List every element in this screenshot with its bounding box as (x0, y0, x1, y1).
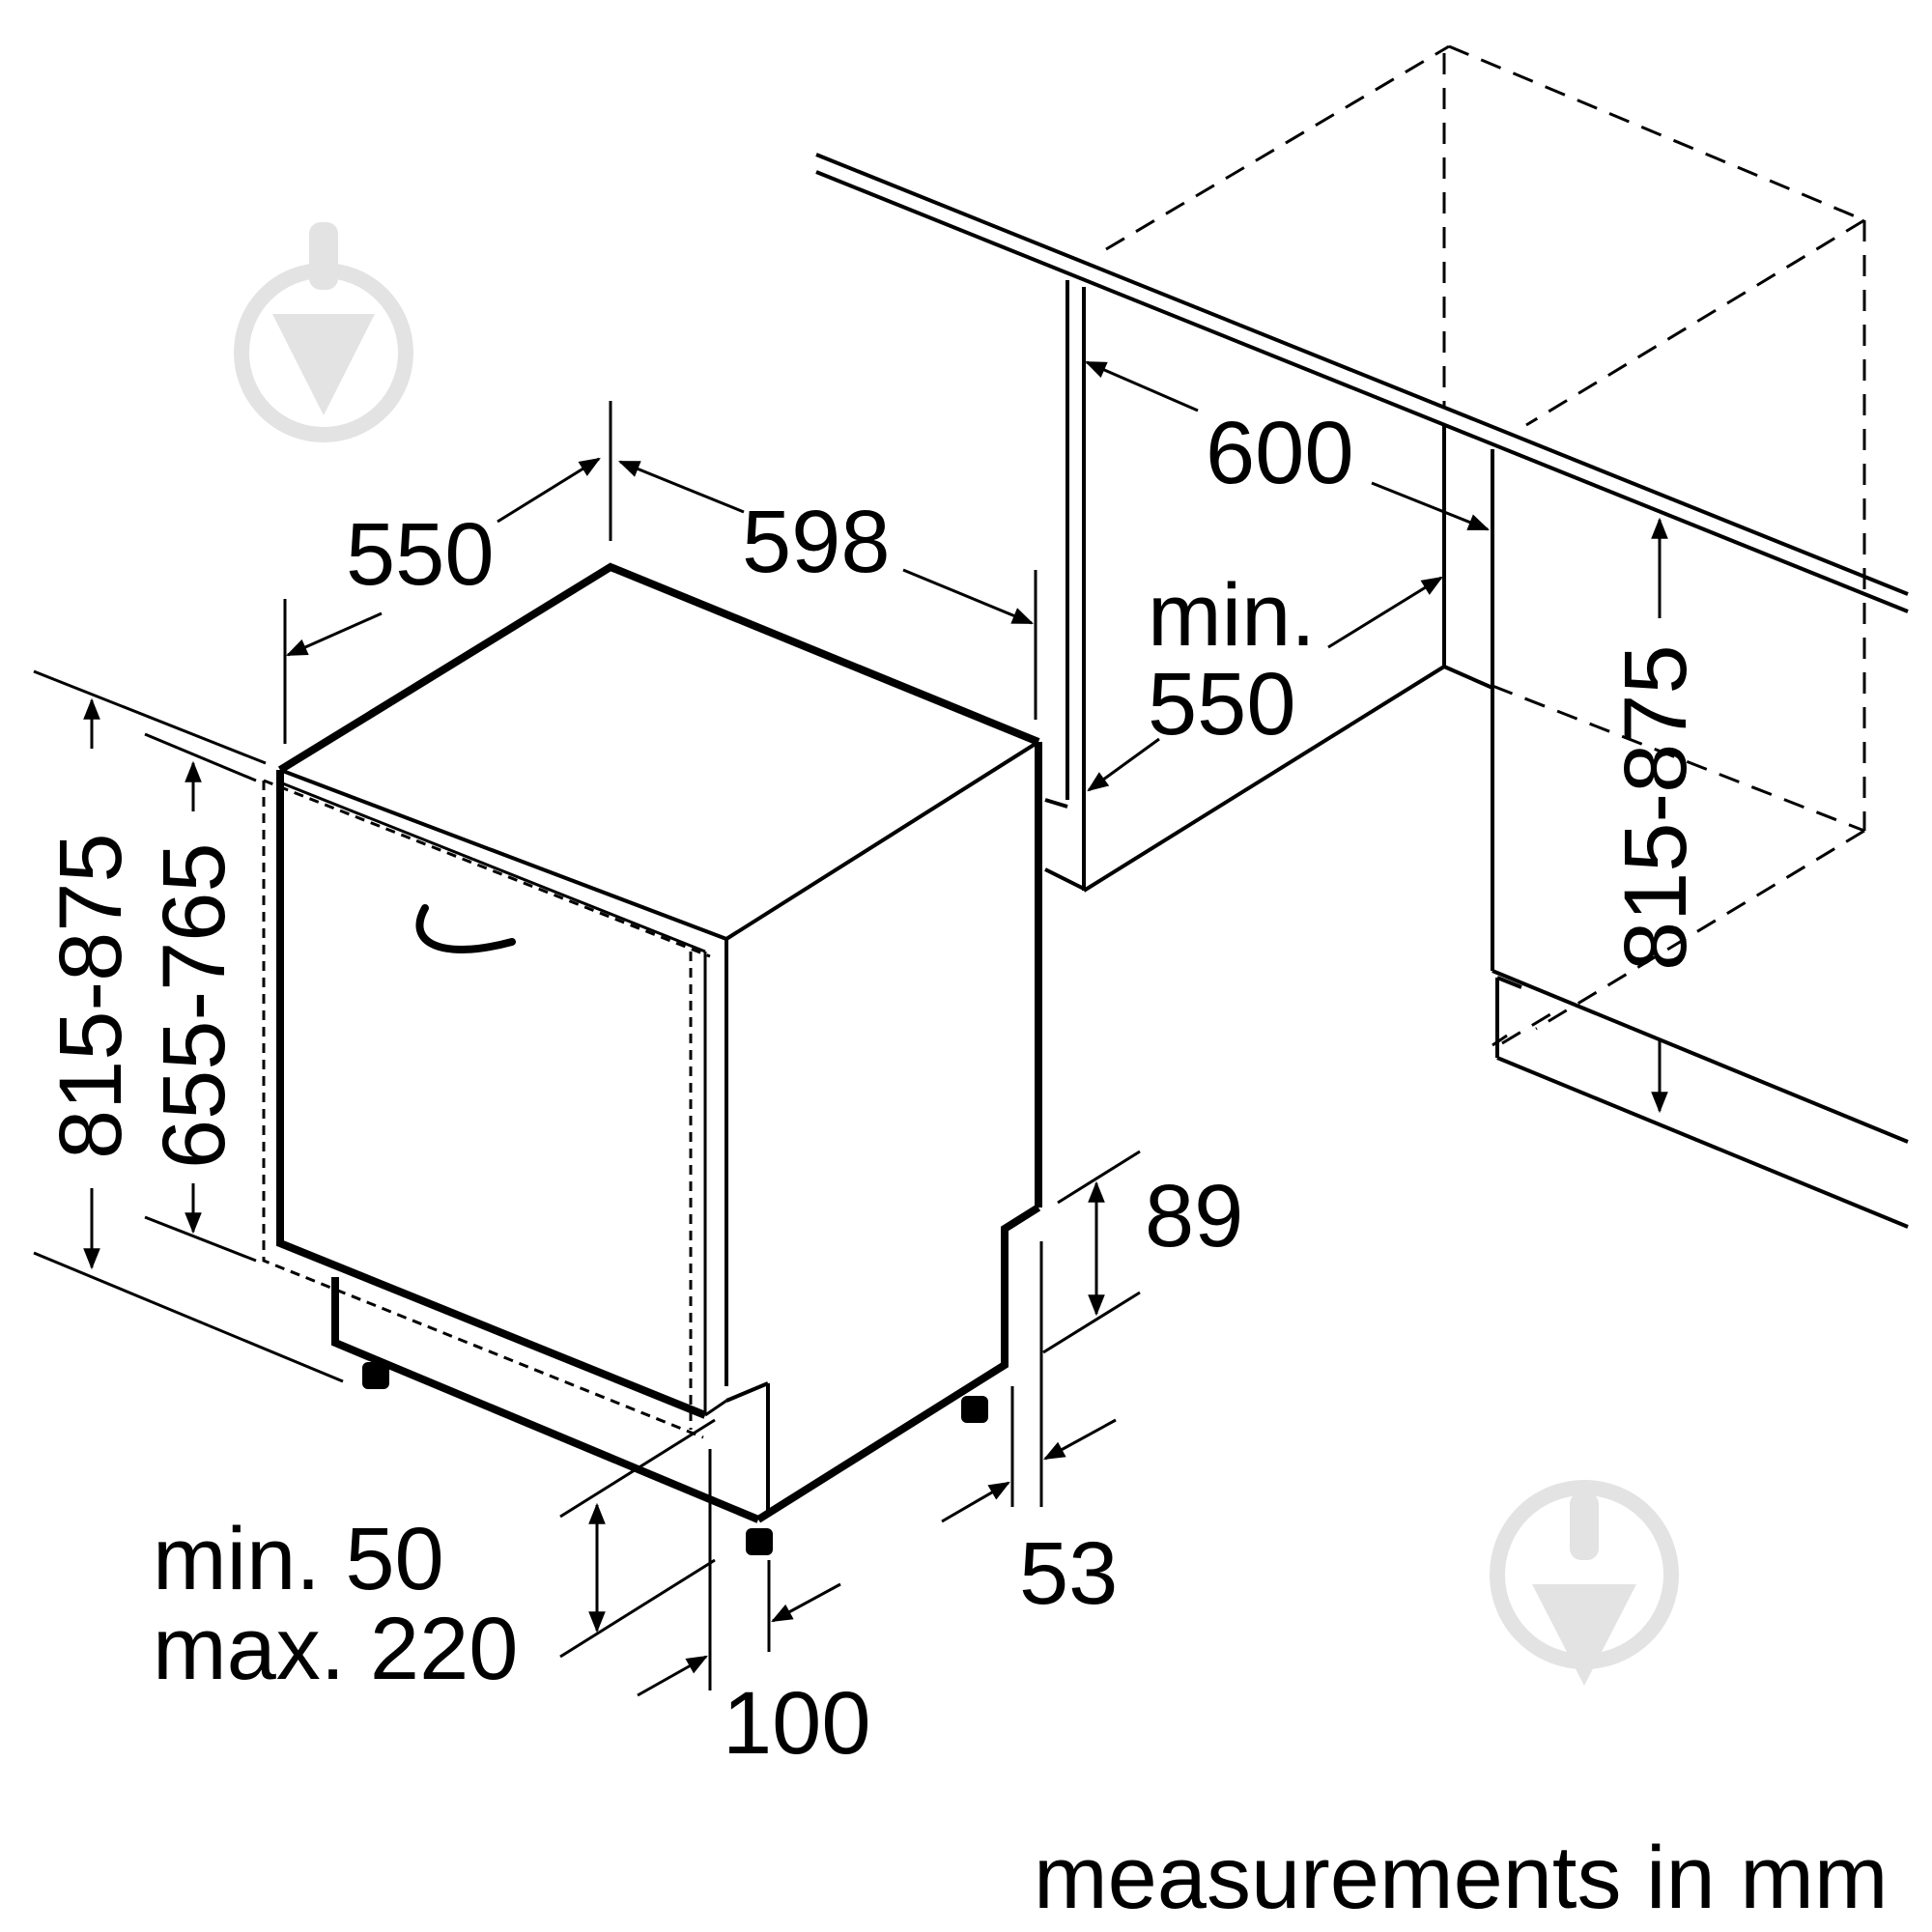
label-width-appliance: 598 (742, 493, 891, 591)
label-clearance-min: min. 50 (153, 1510, 444, 1608)
dishwasher-drawing (262, 562, 1042, 1555)
watermark-icon-top-left (234, 222, 413, 442)
label-niche-depth-value: 550 (1148, 655, 1296, 753)
watermark-icon-bottom-right (1490, 1480, 1679, 1686)
label-niche-height: 815-875 (1606, 644, 1705, 971)
label-niche-width: 600 (1206, 404, 1354, 502)
label-depth-appliance: 550 (346, 505, 495, 604)
label-height-appliance: 655-765 (145, 842, 243, 1169)
label-plinth-recess: 53 (1019, 1524, 1118, 1623)
label-plinth-height: 89 (1145, 1167, 1243, 1265)
label-niche-depth-min: min. (1148, 566, 1316, 665)
label-height-total: 815-875 (42, 833, 140, 1159)
units-note: measurements in mm (1034, 1829, 1888, 1927)
niche-cabinet-drawing (815, 44, 1909, 1229)
label-clearance-max: max. 220 (153, 1600, 518, 1698)
label-foot-offset: 100 (723, 1674, 871, 1773)
dimension-lines (33, 360, 1668, 1697)
